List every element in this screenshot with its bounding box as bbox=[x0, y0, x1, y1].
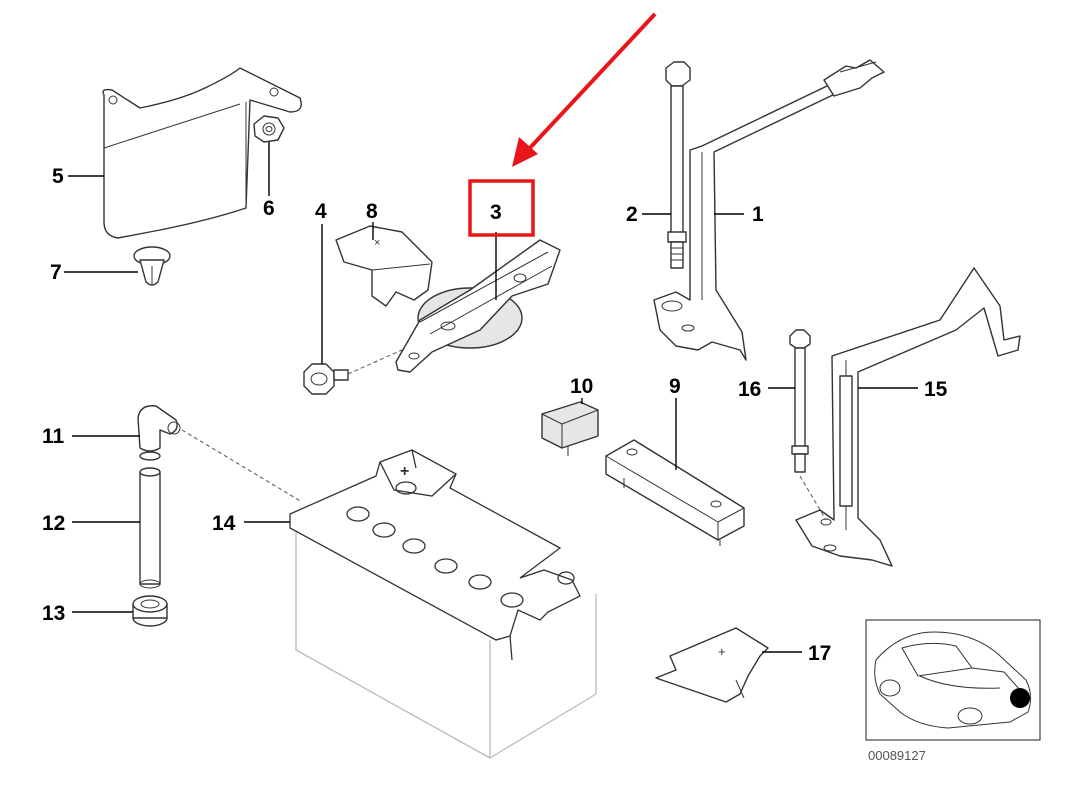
callout-15: 15 bbox=[924, 378, 948, 401]
callout-16: 16 bbox=[738, 378, 761, 401]
part-14-battery: + bbox=[289, 449, 597, 759]
svg-text:×: × bbox=[374, 237, 380, 249]
car-location-icon bbox=[874, 631, 1032, 729]
callout-6: 6 bbox=[263, 197, 275, 220]
inset-reference-number: 00089127 bbox=[868, 748, 926, 763]
callout-7: 7 bbox=[50, 261, 62, 284]
part-11-elbow-fitting bbox=[137, 405, 303, 503]
callout-13: 13 bbox=[42, 602, 65, 625]
callout-2: 2 bbox=[626, 203, 638, 226]
pointer-arrow bbox=[512, 12, 657, 167]
car-location-inset bbox=[865, 619, 1041, 741]
battery-location-marker bbox=[1010, 688, 1030, 708]
part-6-nut bbox=[253, 115, 285, 143]
part-8-cover-cap: × bbox=[335, 225, 433, 307]
part-9-support-block bbox=[605, 439, 745, 546]
callout-9: 9 bbox=[669, 375, 681, 398]
part-12-vent-tube bbox=[139, 467, 161, 589]
part-16-bolt bbox=[789, 329, 827, 521]
part-17-cover-plate: + bbox=[655, 627, 769, 703]
part-7-push-clip bbox=[133, 246, 171, 286]
svg-text:+: + bbox=[400, 463, 409, 480]
part-15-holder-bracket bbox=[795, 267, 1021, 567]
part-3-support-bracket bbox=[395, 239, 561, 373]
highlight-box bbox=[468, 179, 535, 237]
callout-8: 8 bbox=[366, 200, 378, 223]
part-2-long-bolt bbox=[665, 61, 691, 269]
part-4-bolt bbox=[303, 349, 403, 395]
svg-text:+: + bbox=[718, 644, 726, 659]
callout-11: 11 bbox=[42, 425, 65, 448]
callout-17: 17 bbox=[808, 642, 831, 665]
part-10-rubber-pad bbox=[541, 401, 599, 456]
leader-lines bbox=[64, 142, 918, 653]
callout-14: 14 bbox=[212, 512, 236, 535]
callout-12: 12 bbox=[42, 512, 65, 535]
part-5-bracket-plate bbox=[102, 67, 302, 239]
callout-10: 10 bbox=[570, 375, 593, 398]
callout-1: 1 bbox=[752, 203, 764, 226]
callout-4: 4 bbox=[315, 200, 327, 223]
part-1-holder bbox=[653, 59, 885, 361]
callout-5: 5 bbox=[52, 165, 64, 188]
part-13-grommet bbox=[132, 595, 168, 627]
callout-3: 3 bbox=[490, 201, 502, 224]
